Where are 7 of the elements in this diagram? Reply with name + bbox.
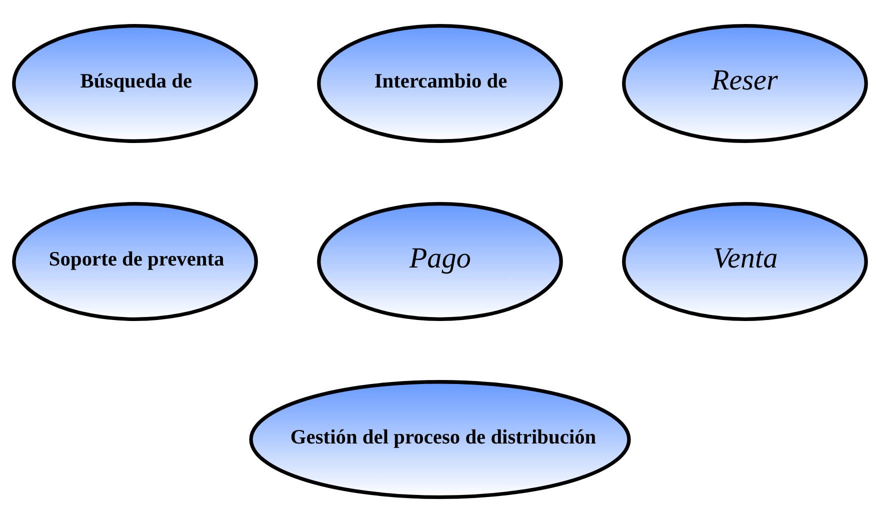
node-ellipse: Venta: [622, 202, 868, 320]
node-ellipse: Pago: [317, 202, 563, 320]
node-ellipse: Búsqueda de: [12, 24, 258, 142]
node-ellipse: Gestión del proceso de distribución: [249, 380, 631, 498]
node-ellipse: Soporte de preventa: [12, 202, 258, 320]
node-ellipse: Reser: [622, 24, 868, 142]
node-ellipse: Intercambio de: [317, 24, 563, 142]
